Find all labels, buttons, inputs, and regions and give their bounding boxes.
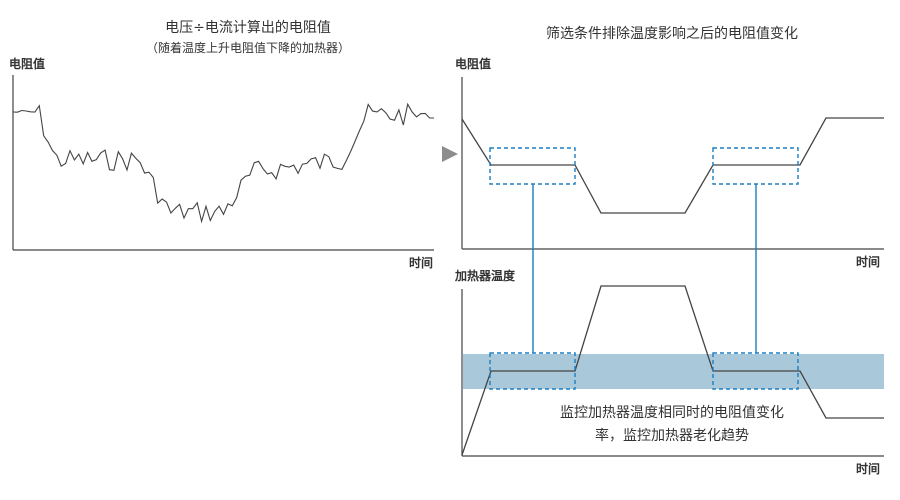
filtered-resistance-line [461, 117, 884, 214]
left-y-label: 电阻值 [9, 56, 45, 71]
heater-temperature-line [461, 285, 884, 456]
right-bottom-y-label: 加热器温度 [454, 268, 516, 283]
left-x-label: 时间 [409, 255, 433, 270]
left-axes [12, 75, 434, 251]
highlight-boxes [489, 147, 799, 390]
right-top-x-label: 时间 [856, 254, 880, 269]
note-line-1: 监控加热器温度相同时的电阻值变化 [560, 405, 784, 421]
right-top-axes [461, 77, 884, 250]
left-subtitle: （随着温度上升电阻值下降的加热器） [146, 40, 350, 55]
highlight-box-top-1 [489, 147, 576, 185]
right-triangle-arrow-icon [442, 146, 458, 162]
right-top-y-label: 电阻值 [455, 56, 491, 71]
left-resistance-line [12, 102, 434, 224]
left-title: 电压÷电流计算出的电阻值 [165, 20, 331, 36]
highlight-box-top-2 [712, 147, 799, 185]
right-title: 筛选条件排除温度影响之后的电阻值变化 [546, 25, 798, 42]
right-bottom-axes [461, 289, 884, 457]
right-bottom-x-label: 时间 [856, 461, 880, 476]
note-line-2: 率，监控加热器老化趋势 [595, 427, 749, 444]
